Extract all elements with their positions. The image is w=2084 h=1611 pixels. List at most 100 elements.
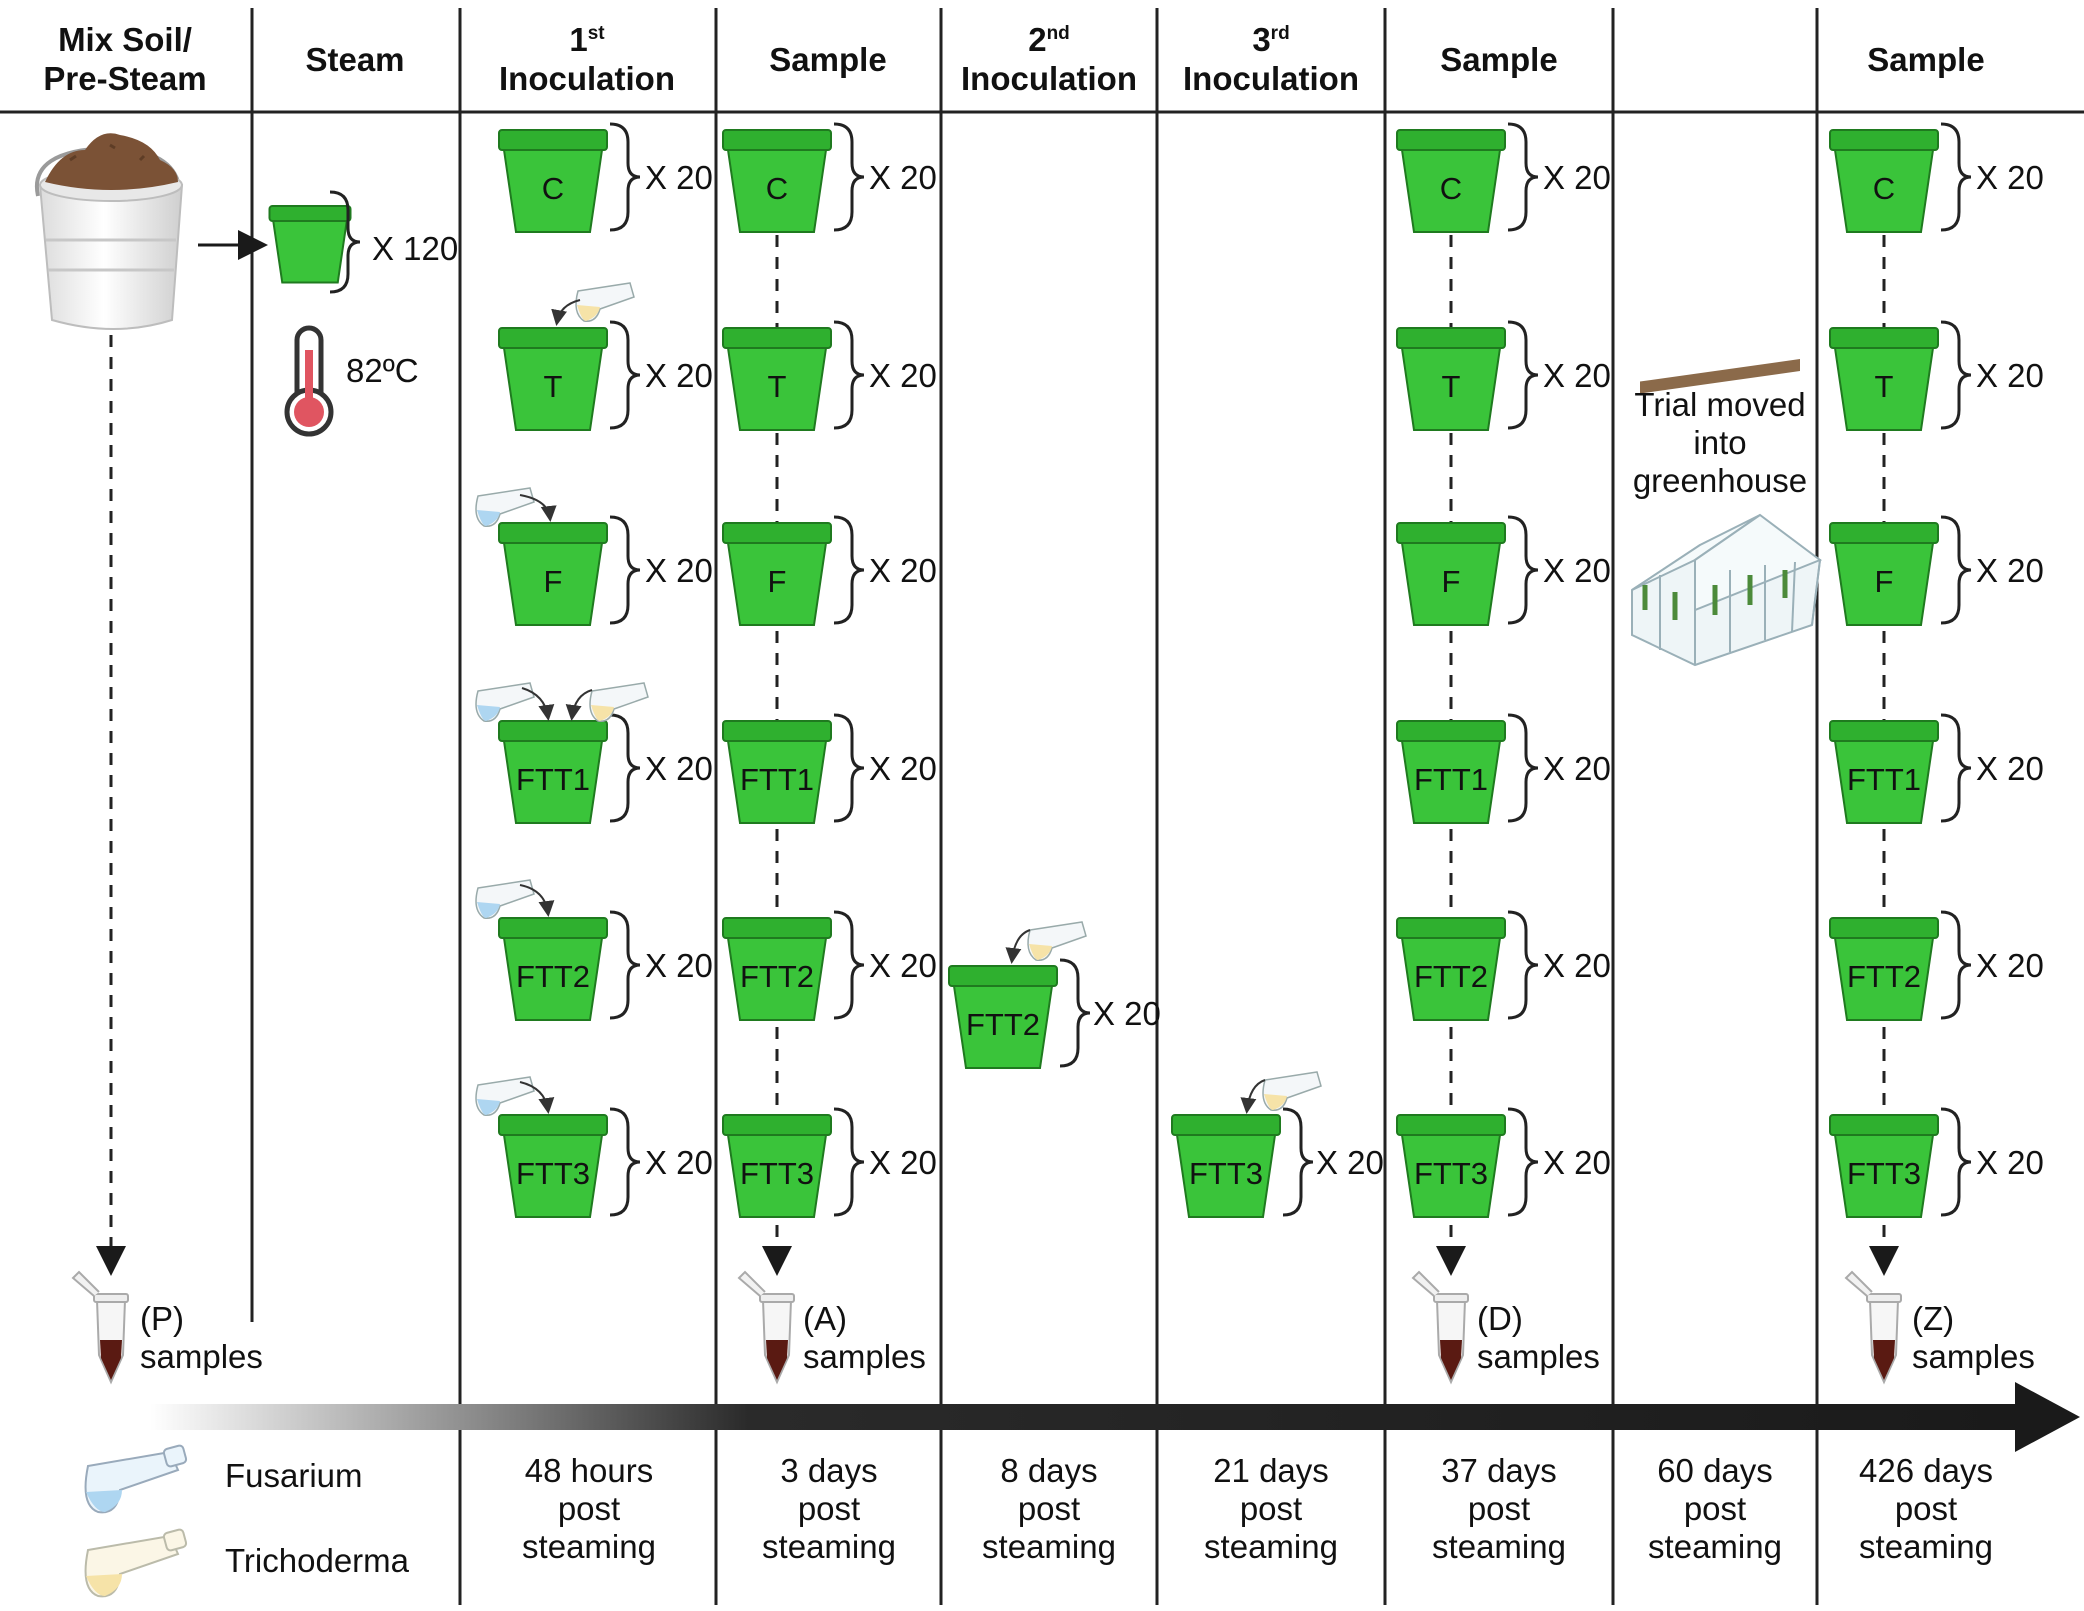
sample1-pot-ftt2: FTT2	[722, 917, 832, 1021]
sample-label-z: (Z)samples	[1912, 1300, 2035, 1375]
sample2-pot-ftt2: FTT2	[1396, 917, 1506, 1021]
sample3-multiplier-ftt2: X 20	[1976, 947, 2044, 984]
inoc1-pot-ftt1: FTT1	[498, 720, 608, 824]
pot-label: FTT2	[1414, 959, 1488, 994]
sample2-brace-t	[1507, 320, 1539, 430]
sample1-multiplier-ftt2: X 20	[869, 947, 937, 984]
sample-label-p: (P)samples	[140, 1300, 263, 1375]
sample3-brace-ftt1	[1940, 713, 1972, 823]
sample2-pot-f: F	[1396, 522, 1506, 626]
sample3-multiplier-c: X 20	[1976, 159, 2044, 196]
sample1-multiplier-ftt1: X 20	[869, 750, 937, 787]
sample1-brace-t	[833, 320, 865, 430]
sample2-multiplier-t: X 20	[1543, 357, 1611, 394]
sample1-brace-c	[833, 122, 865, 232]
inoc3-multiplier-ftt3: X 20	[1316, 1144, 1384, 1181]
pot-label: T	[544, 369, 563, 404]
legend-trichoderma-label: Trichoderma	[225, 1542, 409, 1579]
pot-label: C	[542, 171, 564, 206]
inoc3-brace-ftt3	[1282, 1107, 1314, 1217]
inoc1-pot-ftt2: FTT2	[498, 917, 608, 1021]
sample3-pot-ftt3: FTT3	[1829, 1114, 1939, 1218]
inoc2-pot-ftt2: FTT2	[948, 965, 1058, 1069]
sample3-multiplier-t: X 20	[1976, 357, 2044, 394]
steam-multiplier-label: X 120	[372, 230, 459, 267]
sample2-brace-ftt1	[1507, 713, 1539, 823]
pot-label: T	[768, 369, 787, 404]
pot-label: FTT3	[1189, 1156, 1263, 1191]
sample1-pot-t: T	[722, 327, 832, 431]
inoc1-brace-c	[609, 122, 641, 232]
sample1-multiplier-c: X 20	[869, 159, 937, 196]
sample2-pot-t: T	[1396, 327, 1506, 431]
pot-label: FTT1	[740, 762, 814, 797]
steam-pot	[268, 205, 352, 284]
column-dividers	[250, 8, 1819, 1605]
sample2-pot-c: C	[1396, 129, 1506, 233]
sample2-multiplier-f: X 20	[1543, 552, 1611, 589]
sample-tube-d	[1411, 1270, 1469, 1385]
header-sample-3: Sample	[1867, 40, 1985, 78]
pot-label: FTT3	[740, 1156, 814, 1191]
pot-label: FTT3	[516, 1156, 590, 1191]
sample3-brace-ftt2	[1940, 910, 1972, 1020]
pot-label: F	[544, 564, 563, 599]
pot-label: FTT2	[966, 1007, 1040, 1042]
sample-tube-p	[71, 1270, 129, 1385]
inoc2-multiplier-ftt2: X 20	[1093, 995, 1161, 1032]
pot-label: FTT1	[1414, 762, 1488, 797]
sample1-brace-ftt3	[833, 1107, 865, 1217]
sample3-pot-f: F	[1829, 522, 1939, 626]
inoc1-multiplier-ftt3: X 20	[645, 1144, 713, 1181]
sample3-multiplier-ftt3: X 20	[1976, 1144, 2044, 1181]
pot-label: T	[1442, 369, 1461, 404]
steam-brace	[329, 190, 361, 294]
sample1-multiplier-ftt3: X 20	[869, 1144, 937, 1181]
pot-label: FTT2	[516, 959, 590, 994]
sample3-pot-ftt1: FTT1	[1829, 720, 1939, 824]
sample3-pot-t: T	[1829, 327, 1939, 431]
sample-tube-a	[737, 1270, 795, 1385]
inoc1-brace-ftt2	[609, 910, 641, 1020]
inoc1-f-fusarium-flask-icon	[475, 487, 557, 527]
inoc3-pot-ftt3: FTT3	[1171, 1114, 1281, 1218]
pot-label: FTT1	[1847, 762, 1921, 797]
inoc2-brace-ftt2	[1059, 958, 1091, 1068]
sample2-pot-ftt1: FTT1	[1396, 720, 1506, 824]
sample1-brace-f	[833, 515, 865, 625]
greenhouse-icon	[1631, 359, 1823, 667]
sample3-brace-f	[1940, 515, 1972, 625]
sample2-multiplier-ftt1: X 20	[1543, 750, 1611, 787]
sample1-multiplier-t: X 20	[869, 357, 937, 394]
pot-label: FTT1	[516, 762, 590, 797]
sample2-multiplier-ftt2: X 20	[1543, 947, 1611, 984]
pot-label: F	[1875, 564, 1894, 599]
sample2-pot-ftt3: FTT3	[1396, 1114, 1506, 1218]
inoc1-pot-f: F	[498, 522, 608, 626]
sample3-pot-ftt2: FTT2	[1829, 917, 1939, 1021]
inoc1-pot-ftt3: FTT3	[498, 1114, 608, 1218]
thermometer-icon	[284, 325, 334, 437]
sample2-brace-ftt2	[1507, 910, 1539, 1020]
sample3-multiplier-f: X 20	[1976, 552, 2044, 589]
pot-label: FTT3	[1414, 1156, 1488, 1191]
temperature-label: 82ºC	[346, 352, 419, 390]
inoc1-ftt3-fusarium-flask-icon	[475, 1076, 555, 1116]
sample1-brace-ftt1	[833, 713, 865, 823]
fusarium-flask-icon	[84, 1444, 188, 1514]
sample2-brace-ftt3	[1507, 1107, 1539, 1217]
header-sample-1: Sample	[769, 40, 887, 78]
inoc1-brace-f	[609, 515, 641, 625]
inoc1-multiplier-ftt1: X 20	[645, 750, 713, 787]
sample3-brace-c	[1940, 122, 1972, 232]
inoc1-t-trichoderma-flask-icon	[551, 282, 635, 326]
sample1-pot-ftt1: FTT1	[722, 720, 832, 824]
sample1-pot-c: C	[722, 129, 832, 233]
